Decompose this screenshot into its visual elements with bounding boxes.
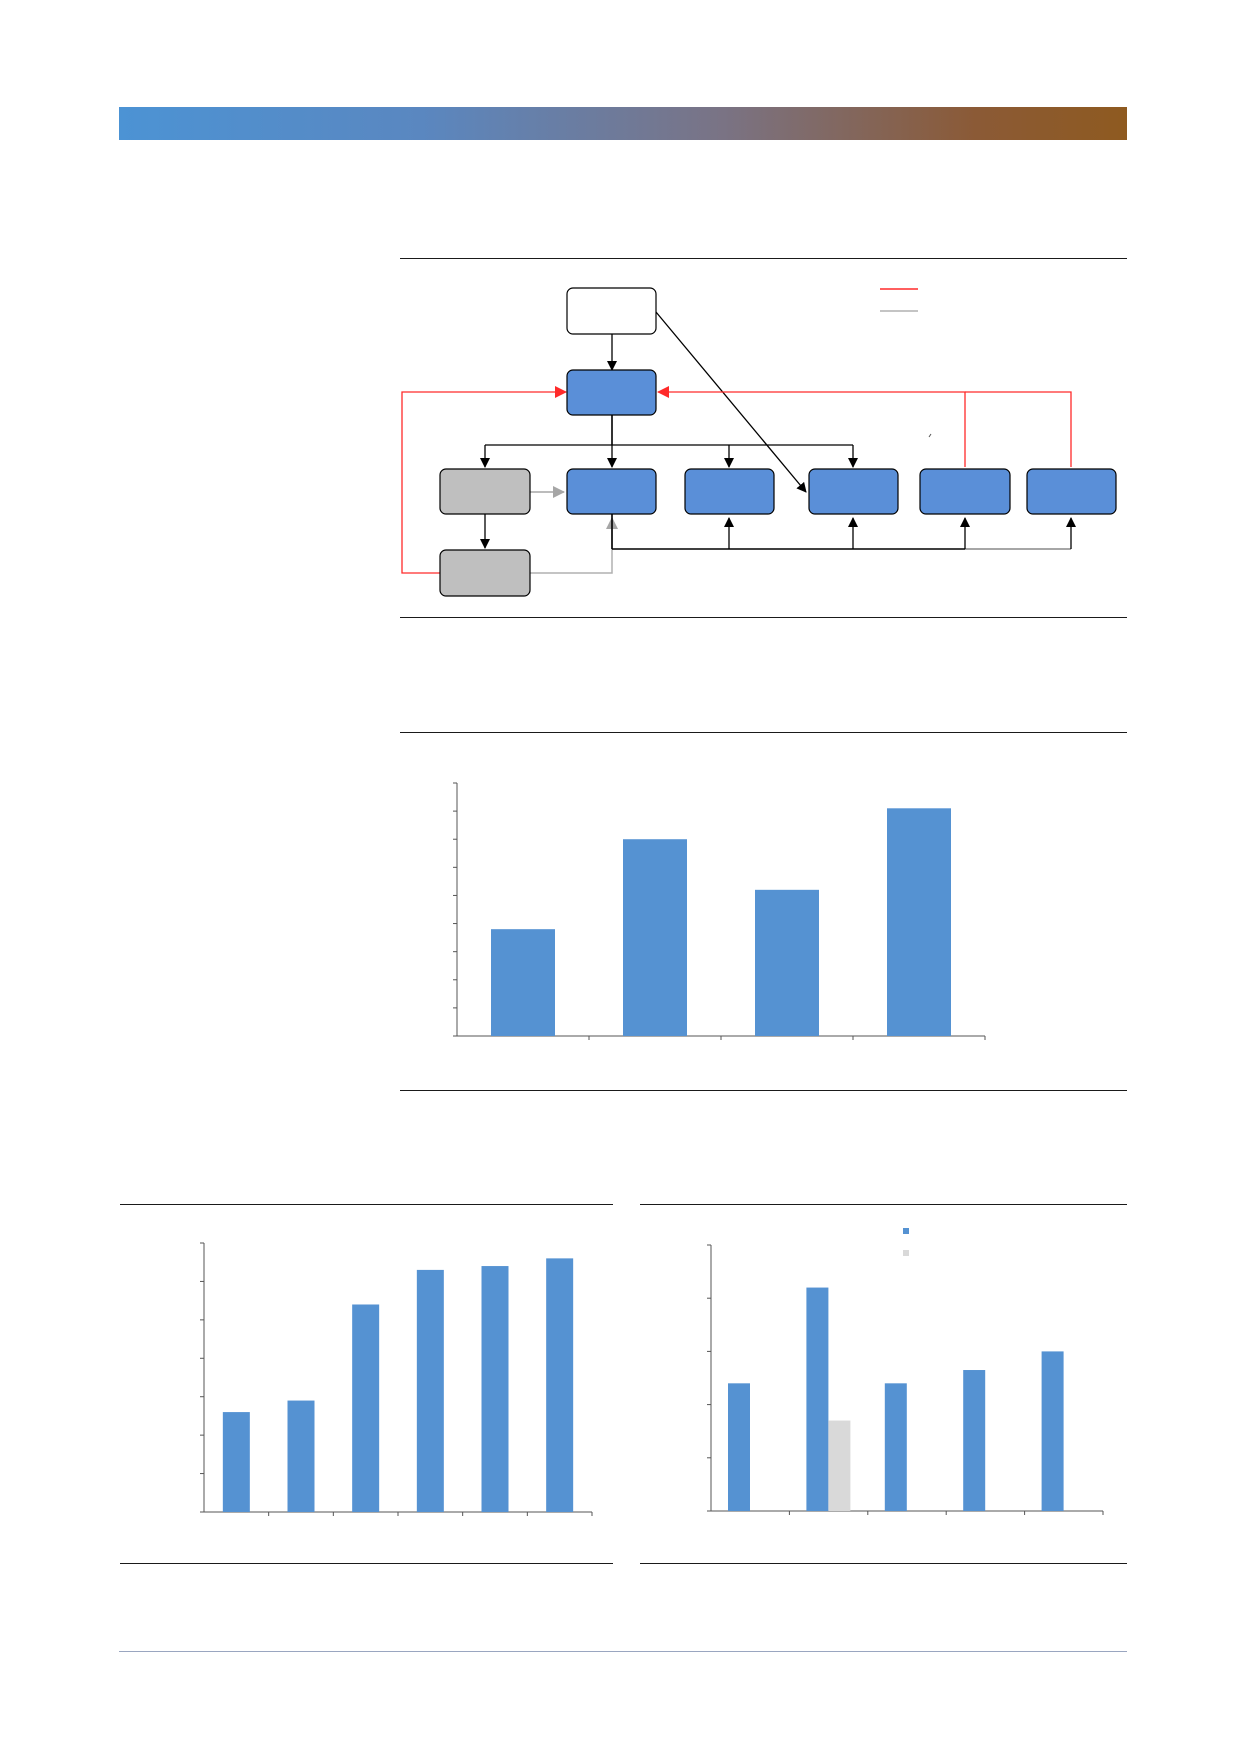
node-blue-2 [684,468,775,515]
chart-1-bar [491,929,555,1036]
diagram-nodes [439,287,1117,597]
chart-2-bar [546,1258,574,1512]
bar-chart-3-svg [707,1228,1104,1515]
figure-2-top-rule [400,732,1127,733]
chart-3-bar [884,1383,907,1511]
figure-3-bottom-rule [120,1563,613,1564]
chart-2-bar [416,1269,444,1512]
chart-2-bar [222,1412,250,1512]
chart-1-bar [623,839,687,1036]
node-center [566,369,657,416]
chart-2-bar [287,1400,315,1512]
header-band [119,107,1127,140]
figure-3-top-rule [120,1204,613,1205]
chart-3-legend-swatch [903,1228,909,1234]
chart-2-bar [352,1304,380,1512]
bar-chart-2-svg [200,1242,593,1516]
flow-diagram-svg [401,287,1117,597]
node-gray-2 [439,549,531,597]
flow-diagram [400,260,1127,616]
bar-chart-3 [640,1206,1127,1562]
connectors [401,311,1076,574]
bar-chart-1-svg [453,782,986,1040]
node-blue-3 [808,468,899,515]
figure-1-bottom-rule [400,617,1127,618]
chart-1-bar [755,889,819,1036]
figure-4-bottom-rule [640,1563,1127,1564]
chart-2-bar [481,1266,509,1512]
node-top [566,287,657,335]
chart-3-bar [828,1420,851,1511]
figure-1-top-rule [400,258,1127,259]
chart-3-bar [963,1370,986,1511]
chart-3-legend-swatch [903,1250,909,1256]
chart-3-bar [1041,1351,1064,1511]
node-blue-1 [566,468,657,515]
bar-chart-2 [120,1206,613,1562]
node-gray-1 [439,468,531,515]
node-blue-4 [919,468,1011,515]
figure-4-top-rule [640,1204,1127,1205]
bar-chart-1 [400,734,1127,1088]
chart-3-bar [806,1287,829,1511]
chart-3-bar [728,1383,750,1511]
chart-1-bar [887,808,951,1036]
node-blue-5 [1026,468,1117,515]
figure-2-bottom-rule [400,1090,1127,1091]
footer-rule [119,1651,1127,1652]
